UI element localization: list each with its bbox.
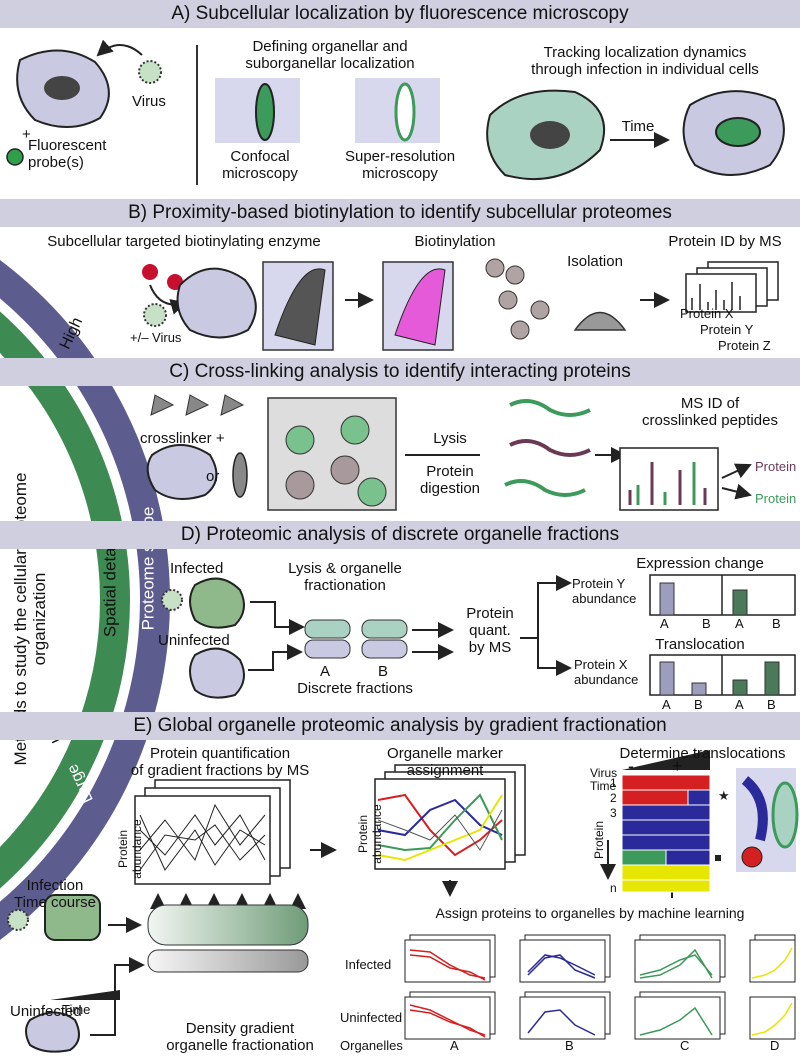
marker-label: Organelle marker assignment	[387, 745, 503, 779]
infected-gradient-tube	[147, 904, 309, 946]
protein-z-b: Protein Z	[718, 338, 771, 353]
determine-label: Determine translocations	[619, 745, 786, 762]
biotinylated-proteins	[485, 258, 550, 340]
section-d-header: D) Proteomic analysis of discrete organe…	[0, 521, 800, 549]
expression-title: Expression change	[636, 555, 764, 572]
pxab-label: Protein X abundance	[574, 657, 639, 687]
scope-arcs	[0, 260, 170, 940]
row-2: 2	[610, 791, 617, 805]
row-n: n	[610, 881, 617, 895]
isolation-label: Isolation	[567, 253, 623, 270]
translocation-heatmap	[621, 774, 711, 893]
proteinid-label: Protein ID by MS	[668, 233, 782, 250]
crosslinker-label: crosslinker +	[140, 430, 225, 447]
trans-axis-b1: B	[694, 697, 703, 712]
superres-label: Super-resolution microscopy	[344, 148, 456, 182]
or-label: or	[206, 468, 220, 485]
protein-x-b: Protein X	[680, 306, 734, 321]
protab-label-2: Protein abundance	[356, 804, 384, 864]
streptavidin-bead	[573, 311, 627, 331]
msid-label: MS ID of crosslinked peptides	[642, 395, 778, 429]
later-cell-icon	[682, 90, 785, 176]
section-a-header: A) Subcellular localization by fluoresce…	[0, 0, 800, 28]
confocal-label: Confocal microscopy	[222, 148, 298, 182]
marker-profile-plots	[374, 764, 526, 870]
virus-icon-a	[138, 60, 162, 84]
time-course-label: Time	[62, 1002, 91, 1017]
section-c-header: C) Cross-linking analysis to identify in…	[0, 358, 800, 386]
defining-label: Defining organellar and suborganellar lo…	[245, 38, 415, 72]
ms-spectra-icon	[685, 261, 779, 313]
lysisfrac-label: Lysis & organelle fractionation	[288, 560, 402, 594]
expr-axis-b2: B	[772, 616, 781, 631]
density-label: Density gradient organelle fractionation	[166, 1020, 314, 1054]
expr-axis-a2: A	[735, 616, 744, 631]
virus-label: Virus	[132, 93, 166, 110]
trans-axis-b2: B	[767, 697, 776, 712]
section-e-header: E) Global organelle proteomic analysis b…	[0, 712, 800, 740]
section-b-header: B) Proximity-based biotinylation to iden…	[0, 199, 800, 227]
plus-label: +	[22, 126, 31, 143]
uninfected-d-label: Uninfected	[158, 632, 230, 649]
fluorescent-probe-icon	[6, 148, 24, 166]
assign-label: Assign proteins to organelles by machine…	[435, 905, 745, 921]
uninfected-e-label: Uninfected	[10, 1003, 82, 1020]
time-e-label: Time	[590, 779, 617, 793]
tracking-label: Tracking localization dynamics through i…	[531, 44, 759, 78]
virus-toggle-label: +/– Virus	[130, 330, 182, 345]
organelle-d: D	[770, 1038, 780, 1053]
trans-axis-a1: A	[662, 697, 671, 712]
trans-axis-a2: A	[735, 697, 744, 712]
organelle-c: C	[680, 1038, 690, 1053]
organelles-label: Organelles	[340, 1038, 403, 1053]
uninfected-gradient-tube	[147, 949, 309, 973]
expr-axis-b1: B	[702, 616, 711, 631]
minus-label: -	[628, 756, 634, 776]
infection-label: Infection Time course	[14, 877, 96, 911]
fraction-b-label: B	[378, 663, 389, 680]
stacked-profile-plots-1	[134, 779, 291, 885]
expr-axis-a1: A	[660, 616, 669, 631]
row-3: 3	[610, 806, 617, 820]
time-wedge	[622, 750, 710, 770]
infected-d-label: Infected	[170, 560, 224, 577]
organelle-b: B	[565, 1038, 574, 1053]
crosslink-spectrum	[619, 447, 719, 511]
infected-cell-icon	[486, 89, 605, 181]
cell-icon-a1	[16, 49, 110, 129]
virus-e-label: Virus	[590, 766, 618, 780]
protein-y-c: Protein Y	[755, 491, 800, 506]
proteome-scope-label: Proteome scope	[138, 506, 158, 631]
enzyme-icons	[142, 264, 183, 290]
quant-label: Protein quant. by MS	[466, 605, 514, 656]
svg-text:★: ★	[718, 789, 730, 804]
organelle-profile-grid	[404, 934, 796, 1040]
fraction-a-label: A	[320, 663, 331, 680]
translocation-title: Translocation	[655, 636, 745, 653]
infected-e-label: Infected	[345, 957, 392, 972]
biotinylation-label: Biotinylation	[414, 233, 496, 250]
digestion-label: Protein digestion	[419, 463, 481, 497]
protab-label-1: Protein abundance	[116, 819, 144, 879]
probe-label: Fluorescent probe(s)	[28, 137, 107, 171]
quanthead-label: Protein quantification of gradient fract…	[130, 745, 310, 779]
lysis-label: Lysis	[433, 430, 467, 447]
time-label: Time	[621, 118, 655, 135]
protein-x-c: Protein X	[755, 459, 800, 474]
plus-e-label: +	[672, 756, 683, 776]
organelle-a: A	[450, 1038, 459, 1053]
protein-y-b: Protein Y	[700, 322, 754, 337]
row-1: 1	[610, 776, 617, 790]
enzyme-label: Subcellular targeted biotinylating enzym…	[47, 233, 321, 250]
uninfected-e2-label: Uninfected	[340, 1010, 403, 1025]
pyab-label: Protein Y abundance	[572, 576, 637, 606]
discrete-label: Discrete fractions	[297, 680, 413, 697]
protein-axis-label: Protein	[592, 820, 607, 860]
